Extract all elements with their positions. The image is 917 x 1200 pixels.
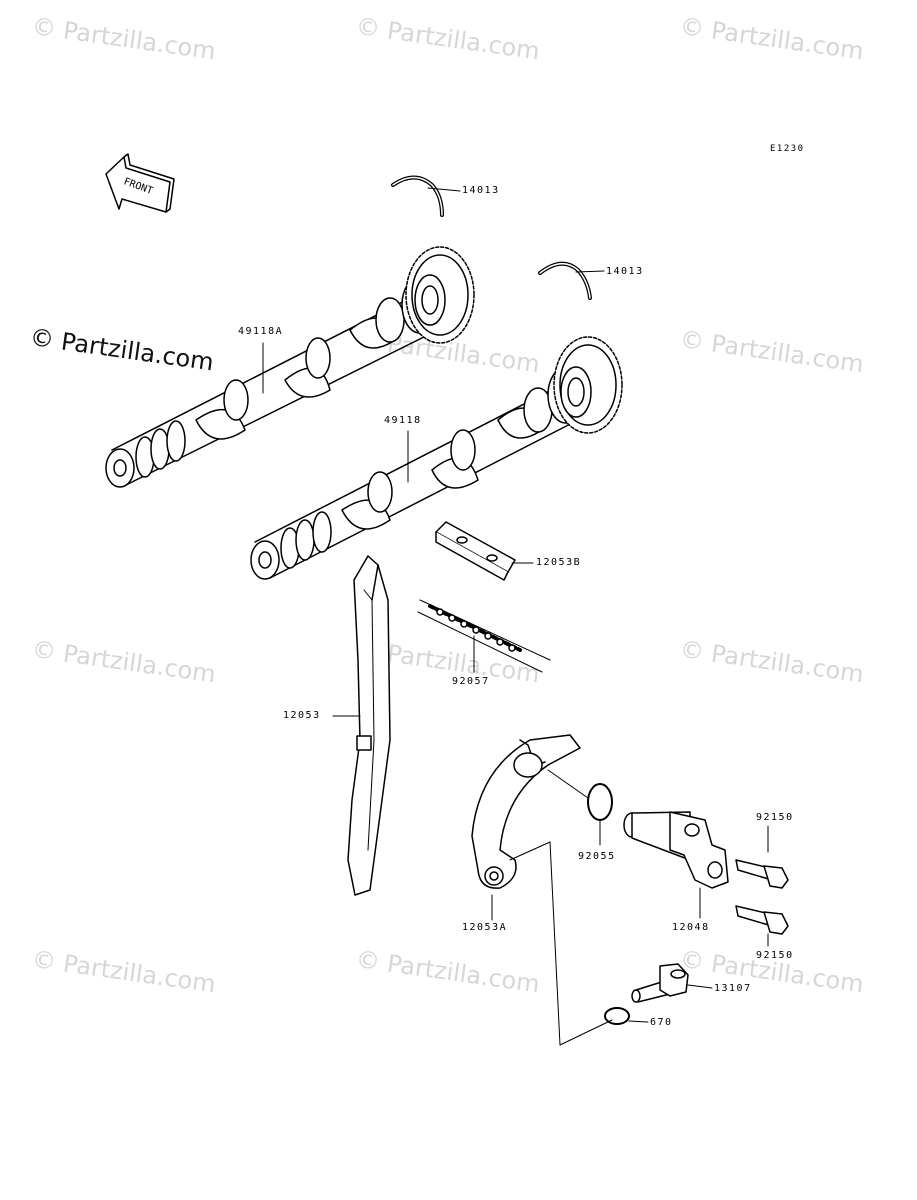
- part-label-49118a: 49118A: [238, 326, 284, 337]
- bolt-92150-lower: [735, 905, 789, 947]
- oring-670: [604, 1007, 649, 1025]
- tensioner-12048: [509, 811, 729, 1046]
- chain-guide-12053: [332, 555, 391, 896]
- diagram-code: E1230: [770, 144, 805, 154]
- part-label-12053a: 12053A: [462, 922, 508, 933]
- chain-guide-12053b: [435, 521, 534, 581]
- part-label-49118: 49118: [384, 415, 422, 426]
- part-label-12048: 12048: [672, 922, 710, 933]
- part-label-92055: 92055: [578, 851, 616, 862]
- part-label-670: 670: [650, 1017, 673, 1028]
- cam-chain-92057: [417, 599, 551, 673]
- part-label-12053b: 12053B: [536, 557, 582, 568]
- tensioner-guide-12053a: [471, 734, 581, 921]
- plug-13107: [631, 963, 713, 1003]
- bolt-92150-upper: [735, 825, 789, 889]
- part-label-92150-lower: 92150: [756, 950, 794, 961]
- camshaft-clip-upper: [391, 175, 461, 217]
- camshaft-clip-lower: [538, 261, 605, 300]
- part-label-14013-upper: 14013: [462, 185, 500, 196]
- part-label-92057: 92057: [452, 676, 490, 687]
- part-label-92150-upper: 92150: [756, 812, 794, 823]
- oring-92055: [547, 769, 613, 846]
- camshaft-49118a: [105, 246, 475, 488]
- part-label-14013-lower: 14013: [606, 266, 644, 277]
- front-arrow: FRONT: [105, 153, 175, 213]
- part-label-12053: 12053: [283, 710, 321, 721]
- camshaft-49118: [250, 336, 623, 580]
- part-label-13107: 13107: [714, 983, 752, 994]
